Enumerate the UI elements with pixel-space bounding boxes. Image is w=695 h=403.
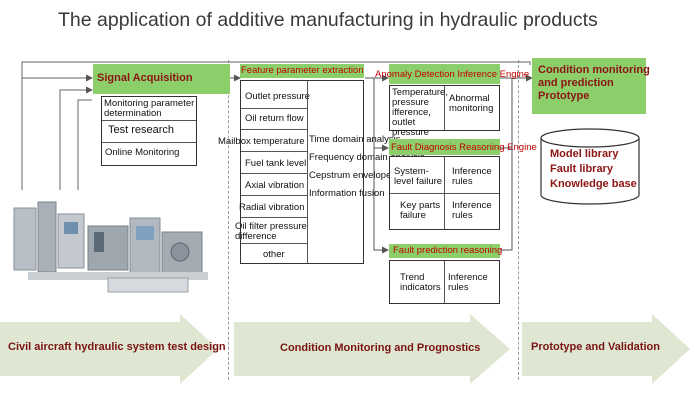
- feature-extraction-title: Feature parameter extraction: [241, 65, 364, 76]
- section-divider-1: [228, 60, 229, 380]
- fault-diag-row1-left: System-level failure: [394, 166, 443, 187]
- fault-diagnosis-header: Fault Diagnosis Reasoning Engine: [389, 139, 537, 155]
- fault-diagnosis-title: Fault Diagnosis Reasoning Engine: [391, 142, 537, 153]
- hydraulic-test-rig-image: [8, 192, 216, 300]
- fault-prediction-box: Trend indicators Inference rules: [389, 260, 500, 304]
- fault-diag-row1-right: Inference rules: [452, 166, 492, 187]
- anomaly-title: Anomaly Detection Inference Engine: [375, 69, 530, 80]
- stage-label-monitoring: Condition Monitoring and Prognostics: [280, 342, 481, 354]
- stage-arrow-2: [234, 314, 510, 384]
- page-title: The application of additive manufacturin…: [58, 9, 598, 31]
- param-other: other: [263, 249, 285, 260]
- db-model-library: Model library: [550, 148, 619, 160]
- signal-acquisition-box: Monitoring parameter determination Test …: [101, 96, 197, 166]
- stage-arrow-3: [522, 314, 690, 384]
- param-oil-return-flow: Oil return flow: [245, 113, 304, 124]
- stage-arrow-1: [0, 314, 218, 384]
- stage-label-test-design: Civil aircraft hydraulic system test des…: [8, 341, 226, 353]
- fault-pred-right: Inference rules: [448, 272, 488, 293]
- param-axial-vibration: Axial vibration: [245, 180, 305, 191]
- fault-diag-row2-left: Key parts failure: [400, 200, 441, 221]
- param-fuel-tank-level: Fuel tank level: [245, 158, 307, 169]
- fault-prediction-title: Fault prediction reasoning: [393, 245, 503, 256]
- param-outlet-pressure: Outlet pressure: [245, 91, 310, 102]
- signal-item-monitoring: Monitoring parameter determination: [104, 98, 195, 119]
- feature-extraction-header: Feature parameter extraction: [240, 64, 364, 78]
- anomaly-output: Abnormal monitoring: [449, 93, 494, 114]
- method-information-fusion: Information fusion: [309, 188, 385, 199]
- param-oil-filter: Oil filter pressure difference: [235, 221, 307, 242]
- database-icon: [540, 128, 640, 205]
- signal-acquisition-title: Signal Acquisition: [97, 72, 193, 84]
- condition-prototype-title: Condition monitoring and prediction Prot…: [538, 64, 650, 102]
- fault-pred-left: Trend indicators: [400, 272, 441, 293]
- section-divider-2: [518, 60, 519, 380]
- signal-acquisition-header: Signal Acquisition: [93, 64, 230, 94]
- stage-label-prototype: Prototype and Validation: [531, 341, 660, 353]
- fault-diag-row2-right: Inference rules: [452, 200, 492, 221]
- method-cepstrum: Cepstrum envelope: [309, 170, 392, 181]
- feature-extraction-box: Outlet pressure Oil return flow Mailbox …: [218, 80, 425, 264]
- condition-prototype-header: Condition monitoring and prediction Prot…: [532, 58, 650, 114]
- signal-item-online: Online Monitoring: [105, 147, 180, 158]
- fault-prediction-header: Fault prediction reasoning: [389, 244, 503, 258]
- anomaly-inputs: Temperature, pressure ifference, outlet …: [392, 87, 448, 138]
- fault-diagnosis-box: System-level failure Inference rules Key…: [389, 156, 500, 230]
- anomaly-box: Temperature, pressure ifference, outlet …: [389, 85, 500, 138]
- signal-item-test-research: Test research: [108, 124, 175, 136]
- param-radial-vibration: Radial vibration: [239, 202, 305, 213]
- anomaly-header: Anomaly Detection Inference Engine: [375, 64, 529, 84]
- param-mailbox-temperature: Mailbox temperature: [218, 136, 305, 147]
- db-fault-library: Fault library: [550, 163, 613, 175]
- db-knowledge-base: Knowledge base: [550, 178, 637, 190]
- method-time-domain: Time domain analysis: [309, 134, 401, 145]
- method-frequency-domain: Frequency domain analysis: [309, 152, 425, 163]
